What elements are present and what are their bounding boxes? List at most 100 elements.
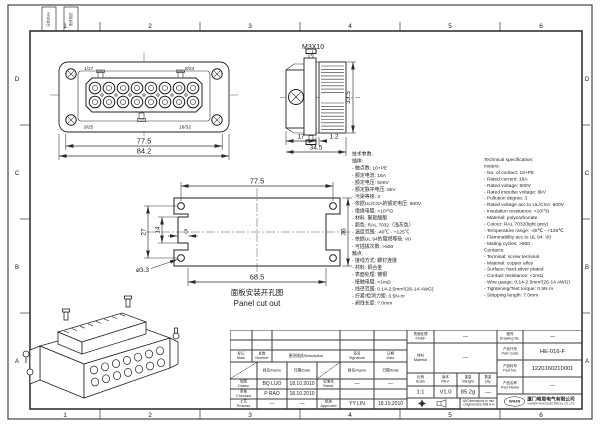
stand-date: — bbox=[374, 379, 407, 389]
scale-value: 1:1 bbox=[407, 386, 434, 398]
zone-letter: C bbox=[15, 171, 20, 177]
side-view: M3X10 17 1.2 34.5 33. bbox=[280, 44, 360, 156]
zone-number: 5 bbox=[448, 412, 452, 419]
spec-en-line: Contacts: bbox=[484, 247, 505, 253]
zone-letter: B bbox=[15, 265, 19, 271]
spec-cn-line: - 颜色: RAL 7032（浅灰色） bbox=[352, 222, 414, 229]
spec-cn-line: 插体: bbox=[352, 158, 364, 165]
zone-number: 3 bbox=[248, 23, 252, 30]
spec-cn-line: - 线径范围: 0.14-2.5mm²(26-14 AWG) bbox=[352, 286, 434, 292]
process-name: — bbox=[257, 399, 287, 409]
zone-letter: A bbox=[15, 359, 19, 365]
spec-cn-line: - 依据UL 94的阻燃等级: V0 bbox=[352, 236, 411, 243]
spec-cn-line: - 材料: 聚碳酸酯 bbox=[352, 215, 388, 221]
latch-screw-icon bbox=[288, 89, 304, 105]
pin-label: 16/32 bbox=[179, 125, 191, 131]
cutout-caption-en: Panel cut out bbox=[234, 299, 281, 308]
qty-value: — bbox=[479, 386, 497, 398]
spec-cn-line: - 额定电流: 16A bbox=[352, 172, 387, 179]
spec-cn-line: - 剥线长度: 7.0mm bbox=[352, 300, 393, 307]
dim-label: 68.5 bbox=[250, 273, 265, 282]
zone-letter: D bbox=[585, 77, 590, 83]
dim-label: 36 bbox=[341, 228, 348, 236]
dim-label: 77.5 bbox=[250, 177, 265, 186]
company-cell: WAIN 厦门唯恩电气有限公司 XIAMEN WAIN ELECTRICAL C… bbox=[497, 394, 582, 409]
company-name-cn: 厦门唯恩电气有限公司 bbox=[527, 396, 575, 403]
dim-label: 77.5 bbox=[137, 137, 152, 146]
body-ribs bbox=[321, 65, 344, 130]
zone-number: 6 bbox=[539, 412, 543, 419]
part-code-value: HE-016-F bbox=[523, 343, 582, 360]
terminal-slots bbox=[63, 313, 126, 334]
spec-en-line: Technical specification: bbox=[484, 157, 534, 163]
spec-en-line: - Material: polycarbonate bbox=[484, 215, 538, 221]
isometric-view bbox=[22, 295, 180, 399]
zone-number: 5 bbox=[448, 23, 452, 30]
spec-en-line: - Colour: RAL 7032(light grey) bbox=[484, 221, 549, 228]
name-subheader: 姓名/Name bbox=[340, 362, 374, 379]
spec-cn-line: - 接线方式: 螺钉连接 bbox=[352, 258, 397, 264]
dim-label: 1.2 bbox=[329, 134, 338, 141]
revision-strip-desc: 更改描述 bbox=[69, 12, 73, 26]
zone-number: 3 bbox=[248, 412, 252, 419]
spec-cn-line: - 拧紧/检测力矩: 0.5N·m bbox=[352, 293, 405, 300]
spec-cn-line: - 接触电阻: <1mΩ bbox=[352, 279, 391, 285]
spec-en-line: - Rated current: 16A bbox=[484, 176, 528, 182]
dim-label: 14 bbox=[155, 226, 162, 234]
zone-number: 2 bbox=[148, 23, 152, 30]
zone-letter: D bbox=[15, 77, 20, 83]
spec-en-line: - Mating cycles: >500 bbox=[484, 240, 530, 247]
spec-en-line: - No. of contact: 16+PE bbox=[484, 169, 535, 176]
spec-en-line: - Tightening/Test torque: 0.5N·m bbox=[484, 286, 554, 292]
zone-number: 4 bbox=[348, 412, 352, 419]
zone-letter: A bbox=[585, 359, 589, 365]
dim-label: 5 bbox=[184, 229, 188, 236]
zone-number: 1 bbox=[63, 23, 67, 30]
panel-cutout-view: 77.5 68.5 36 27 14 5 ø3.3 面板安装开孔图 Panel … bbox=[136, 177, 352, 308]
cutout-caption-cn: 面板安装开孔图 bbox=[231, 287, 284, 297]
pin-label: 9/25 bbox=[84, 125, 94, 131]
sheet-frame: 1 2 3 4 5 6 1 2 3 4 5 6 D C B A D C B A bbox=[7, 4, 593, 420]
spec-en-line: - Wire gauge: 0.14-2.5mm²(26-14 AWG) bbox=[484, 279, 570, 286]
zone-number: 1 bbox=[63, 412, 67, 419]
checked-name: P RAO bbox=[257, 389, 287, 399]
dim-label: 34.5 bbox=[310, 145, 323, 152]
spec-en-line: - Surface: hard-silver plated bbox=[484, 266, 544, 273]
front-view: 1/17 8/24 9/25 16/32 77.5 84.2 bbox=[50, 52, 238, 160]
spec-english: Technical specification: Insters: - No. … bbox=[484, 157, 599, 302]
spec-cn-line: - 依据UL/CSA的额定电压: 600V bbox=[352, 201, 422, 207]
zone-number: 6 bbox=[539, 23, 543, 30]
zone-number: 4 bbox=[348, 23, 352, 30]
spec-cn-line: - 绝缘电阻: >10¹⁰Ω bbox=[352, 208, 393, 214]
spec-en-line: - Rated voltage acc.to UL/CSA: 600V bbox=[484, 202, 564, 208]
material-value: — bbox=[434, 343, 497, 373]
contact-holes bbox=[88, 81, 200, 109]
revision-strip-date: 日期/Date bbox=[47, 11, 51, 27]
zone-letter: C bbox=[585, 171, 590, 177]
spec-en-line: - Temperature range: -40℃ - +125℃ bbox=[484, 227, 564, 234]
first-angle-projection-icon bbox=[407, 398, 460, 409]
finish-value: — bbox=[434, 330, 497, 343]
zone-number: 2 bbox=[148, 412, 152, 419]
spec-en-line: - Stripping length: 7.0mm bbox=[484, 292, 539, 299]
spec-en-line: - Pollution degree: 3 bbox=[484, 195, 528, 202]
drawing-no-value: — bbox=[523, 330, 582, 343]
approved-date: 18.10.2010 bbox=[374, 399, 407, 409]
spec-chinese: 技术参数: 插体: - 触点数: 16+PE - 额定电流: 16A - 额定电… bbox=[352, 151, 482, 309]
spec-cn-line: - 材料: 铜合金 bbox=[352, 265, 383, 271]
spec-cn-line: - 触点数: 16+PE bbox=[352, 165, 388, 172]
spec-en-line: - Material: copper alloy bbox=[484, 260, 533, 266]
